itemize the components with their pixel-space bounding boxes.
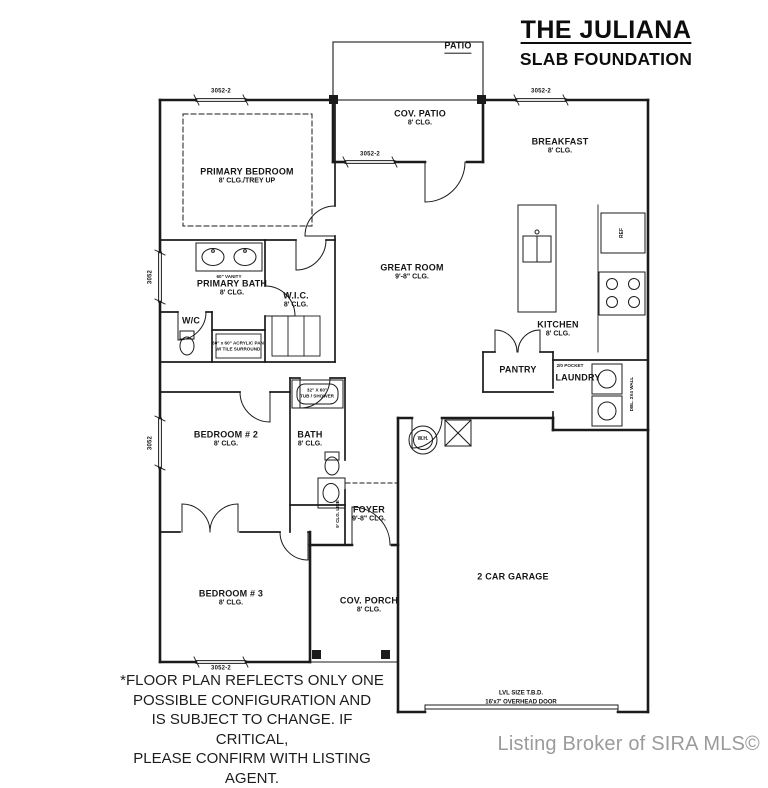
attic-access-icon (444, 419, 472, 447)
trey-ceiling-outline (182, 113, 313, 227)
dimension-top-right: 3052-2 (531, 88, 551, 95)
listing-broker-watermark: Listing Broker of SIRA MLS© (497, 733, 760, 755)
tub-label: 32" X 60"TUB / SHOWER (300, 387, 334, 398)
room-label-pantry: PANTRY (499, 364, 537, 375)
dryer-icon (591, 395, 623, 427)
refrigerator-icon (600, 212, 646, 254)
lvl-size-label: LVL SIZE T.B.D. (498, 690, 544, 697)
pocket-door-label: 2/0 POCKET (556, 363, 584, 369)
door-arcs (177, 161, 541, 561)
water-heater-label: W.H. (417, 436, 429, 443)
plan-subtitle: SLAB FOUNDATION (519, 49, 693, 69)
exterior-walls (158, 98, 650, 714)
disclaimer-line-2: POSSIBLE CONFIGURATION AND (132, 691, 372, 709)
disclaimer-note: *FLOOR PLAN REFLECTS ONLY ONE POSSIBLE C… (116, 671, 388, 788)
disclaimer-line-4: PLEASE CONFIRM WITH LISTING AGENT. (133, 750, 371, 787)
patio-slab-outline (309, 41, 484, 663)
floor-plan-drawing (154, 41, 650, 714)
water-heater-icon (408, 425, 438, 455)
dimension-left-lower: 3052 (147, 435, 154, 451)
room-label-garage: 2 CAR GARAGE (477, 571, 549, 582)
room-label-laundry: LAUNDRY (555, 372, 601, 383)
vanity-label: 60" VANITY (216, 274, 242, 280)
title-block: THE JULIANA SLAB FOUNDATION (516, 16, 696, 70)
windows (158, 98, 567, 664)
overhead-door-label: 16'x7' OVERHEAD DOOR (485, 699, 557, 706)
room-label-patio: PATIO (444, 41, 472, 54)
plan-title: THE JULIANA (520, 16, 692, 44)
range-icon (598, 271, 646, 316)
dbl-wall-label: DBL. 2X4 WALL (629, 376, 635, 412)
hall-bath-vanity (317, 477, 346, 509)
ceiling-line-label: 9' CLG. LINE (335, 500, 341, 528)
room-label-wc: W/C (181, 315, 201, 326)
disclaimer-line-1: *FLOOR PLAN REFLECTS ONLY ONE (120, 672, 384, 689)
dimension-top-left: 3052-2 (211, 88, 231, 95)
washer-icon (591, 363, 623, 395)
dimension-cov-patio: 3052-2 (360, 151, 380, 158)
wic-shelving (271, 315, 321, 357)
dimension-ticks (154, 94, 569, 668)
kitchen-island (517, 204, 557, 313)
tub-icon (291, 379, 344, 409)
toilet-icon-primary (179, 330, 195, 356)
room-label-wic: W.I.C.8' CLG. (283, 290, 309, 309)
porch-posts (312, 95, 486, 659)
interior-walls (159, 99, 649, 546)
toilet-icon-hall (324, 451, 340, 476)
shower-pan (215, 333, 262, 359)
vanity-double-sink (195, 242, 263, 272)
disclaimer-line-3: IS SUBJECT TO CHANGE. IF CRITICAL, (151, 711, 353, 748)
dimension-bottom: 3052-2 (211, 665, 231, 672)
dimension-left-upper: 3052 (147, 269, 154, 285)
refrigerator-label: REF (619, 228, 626, 238)
overhead-door (424, 704, 619, 713)
